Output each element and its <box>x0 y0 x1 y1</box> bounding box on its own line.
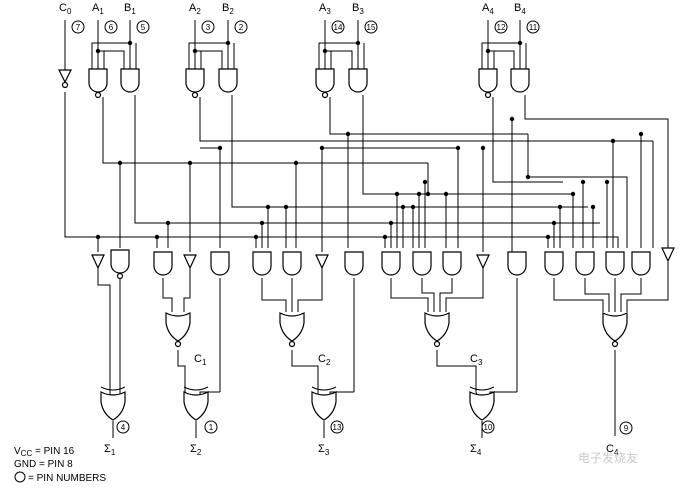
a3-pin: 14 <box>331 20 345 34</box>
svg-text:7: 7 <box>76 23 81 32</box>
svg-text:9: 9 <box>624 424 629 433</box>
s4-pin: 10 <box>481 420 495 434</box>
pin-number-symbol <box>14 471 26 483</box>
c0-inverter <box>58 69 72 89</box>
watermark: 电子发烧友 <box>578 450 638 465</box>
s1-pin: 4 <box>116 420 130 434</box>
b3-pin: 15 <box>364 20 378 34</box>
a3-label: A3 <box>319 2 331 16</box>
bit4-and-gate-c <box>442 251 462 276</box>
svg-text:15: 15 <box>367 23 376 32</box>
bit4-and-gate-a <box>381 251 401 276</box>
c4-and-gate-c <box>605 251 625 276</box>
s3-label: Σ3 <box>318 443 330 457</box>
a4b4-nand-gate <box>478 68 498 99</box>
bit3-and-gate-a <box>252 251 272 276</box>
c1-label: C1 <box>194 353 207 367</box>
c4-nor-gate <box>602 312 628 348</box>
s1-xor-gate <box>100 386 126 421</box>
svg-text:4: 4 <box>121 423 126 432</box>
c4-and-gate-a <box>544 251 564 276</box>
a1-pin: 6 <box>104 20 118 34</box>
input-pin-markers: 7 6 5 3 2 14 15 12 11 <box>71 20 540 34</box>
b3-label: B3 <box>352 2 364 16</box>
b1-label: B1 <box>124 2 136 16</box>
c2-label: C2 <box>318 353 331 367</box>
s1-label: Σ1 <box>104 443 116 457</box>
c4-and-gate-b <box>575 251 595 276</box>
output-pin-markers: 4 1 13 10 9 <box>116 420 633 435</box>
c3-label: C3 <box>470 353 483 367</box>
pin-numbers-note: = PIN NUMBERS <box>28 473 106 484</box>
s2-label: Σ2 <box>190 443 202 457</box>
c0-pin: 7 <box>71 20 85 34</box>
a4-pin: 12 <box>494 20 508 34</box>
b4-pin: 11 <box>526 20 540 34</box>
a2-pin: 3 <box>201 20 215 34</box>
a3b3-nand-gate <box>315 68 335 99</box>
c4-label: C4 <box>606 443 619 457</box>
vcc-note: VCC = PIN 16 <box>14 446 75 458</box>
c4-buffer <box>661 247 675 262</box>
a2b2-and-gate <box>218 68 238 93</box>
b2-pin: 2 <box>234 20 248 34</box>
carry-gate-row <box>91 247 675 280</box>
svg-text:2: 2 <box>239 23 244 32</box>
svg-text:1: 1 <box>209 423 214 432</box>
a1-label: A1 <box>92 2 104 16</box>
gnd-note: GND = PIN 8 <box>14 459 73 470</box>
b4-label: B4 <box>514 2 526 16</box>
b2-label: B2 <box>222 2 234 16</box>
c0-label: C0 <box>59 2 72 16</box>
bit2-and-gate-b <box>210 251 230 276</box>
carry-labels: C1 C2 C3 <box>194 353 483 367</box>
svg-text:13: 13 <box>333 423 342 432</box>
bit4-and-gate-b <box>412 251 432 276</box>
bit3-and-gate-c <box>344 251 364 276</box>
c3-nor-gate <box>424 312 450 348</box>
a3b3-and-gate <box>348 68 368 93</box>
a2-label: A2 <box>189 2 201 16</box>
bit1-buffer <box>91 254 105 269</box>
svg-text:11: 11 <box>529 23 538 32</box>
svg-text:3: 3 <box>206 23 211 32</box>
bit3-and-gate-b <box>282 251 302 276</box>
input-labels: C0 A1 B1 A2 B2 A3 B3 A4 B4 <box>59 2 526 16</box>
bit2-buffer <box>183 254 197 269</box>
svg-text:5: 5 <box>141 23 146 32</box>
a4-label: A4 <box>482 2 494 16</box>
a1b1-and-gate <box>120 68 140 93</box>
c1-nor-gate <box>165 312 191 348</box>
bit2-and-gate-a <box>153 251 173 276</box>
bit1-nand-gate <box>110 249 130 280</box>
sum-xor-row <box>100 386 495 421</box>
c4-pin: 9 <box>619 421 633 435</box>
output-labels: Σ1 Σ2 Σ3 Σ4 C4 <box>104 443 619 457</box>
carry-nor-row <box>165 312 628 348</box>
junction-dots <box>95 40 644 240</box>
bit4-and-gate-d <box>507 251 527 276</box>
s3-pin: 13 <box>330 420 344 434</box>
s4-label: Σ4 <box>470 443 482 457</box>
c2-nor-gate <box>279 312 305 348</box>
svg-text:10: 10 <box>484 423 493 432</box>
svg-text:14: 14 <box>334 23 343 32</box>
c4-and-gate-d <box>631 251 651 276</box>
a1b1-nand-gate <box>88 68 108 99</box>
bit4-buffer <box>476 254 490 269</box>
input-gate-row <box>58 68 530 99</box>
svg-text:12: 12 <box>497 23 506 32</box>
a2b2-nand-gate <box>185 68 205 99</box>
bit3-buffer <box>315 254 329 269</box>
svg-text:6: 6 <box>109 23 114 32</box>
a4b4-and-gate <box>510 68 530 93</box>
legend-notes: VCC = PIN 16 GND = PIN 8 = PIN NUMBERS <box>14 446 106 484</box>
s2-pin: 1 <box>204 420 218 434</box>
wiring <box>64 20 669 438</box>
b1-pin: 5 <box>136 20 150 34</box>
